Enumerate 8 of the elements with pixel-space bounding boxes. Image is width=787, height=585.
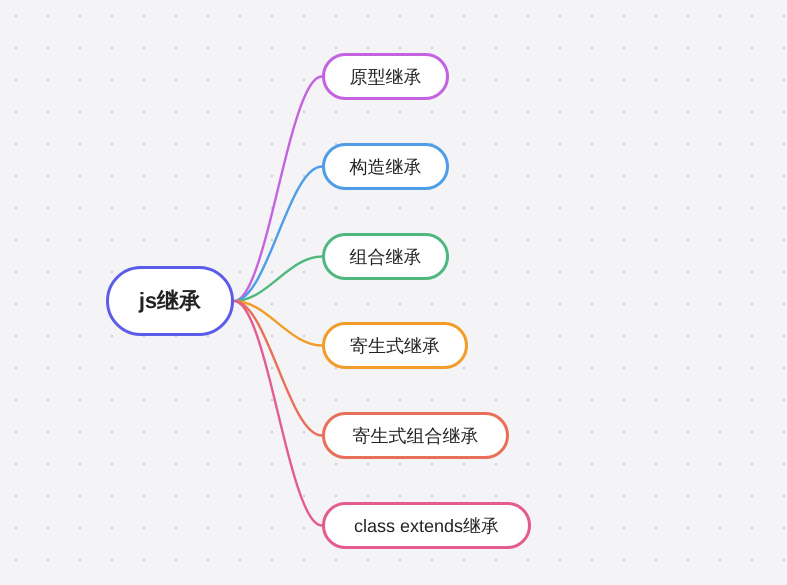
branch-line bbox=[232, 255, 324, 302]
topic-box: class extends继承 bbox=[322, 502, 531, 549]
topic-box: 构造继承 bbox=[322, 143, 449, 190]
topic-box: 寄生式继承 bbox=[322, 322, 468, 369]
topic-box: 组合继承 bbox=[322, 233, 449, 280]
topic-box: 寄生式组合继承 bbox=[322, 412, 509, 459]
branch-line bbox=[232, 300, 324, 527]
topic-box: 原型继承 bbox=[322, 53, 449, 100]
